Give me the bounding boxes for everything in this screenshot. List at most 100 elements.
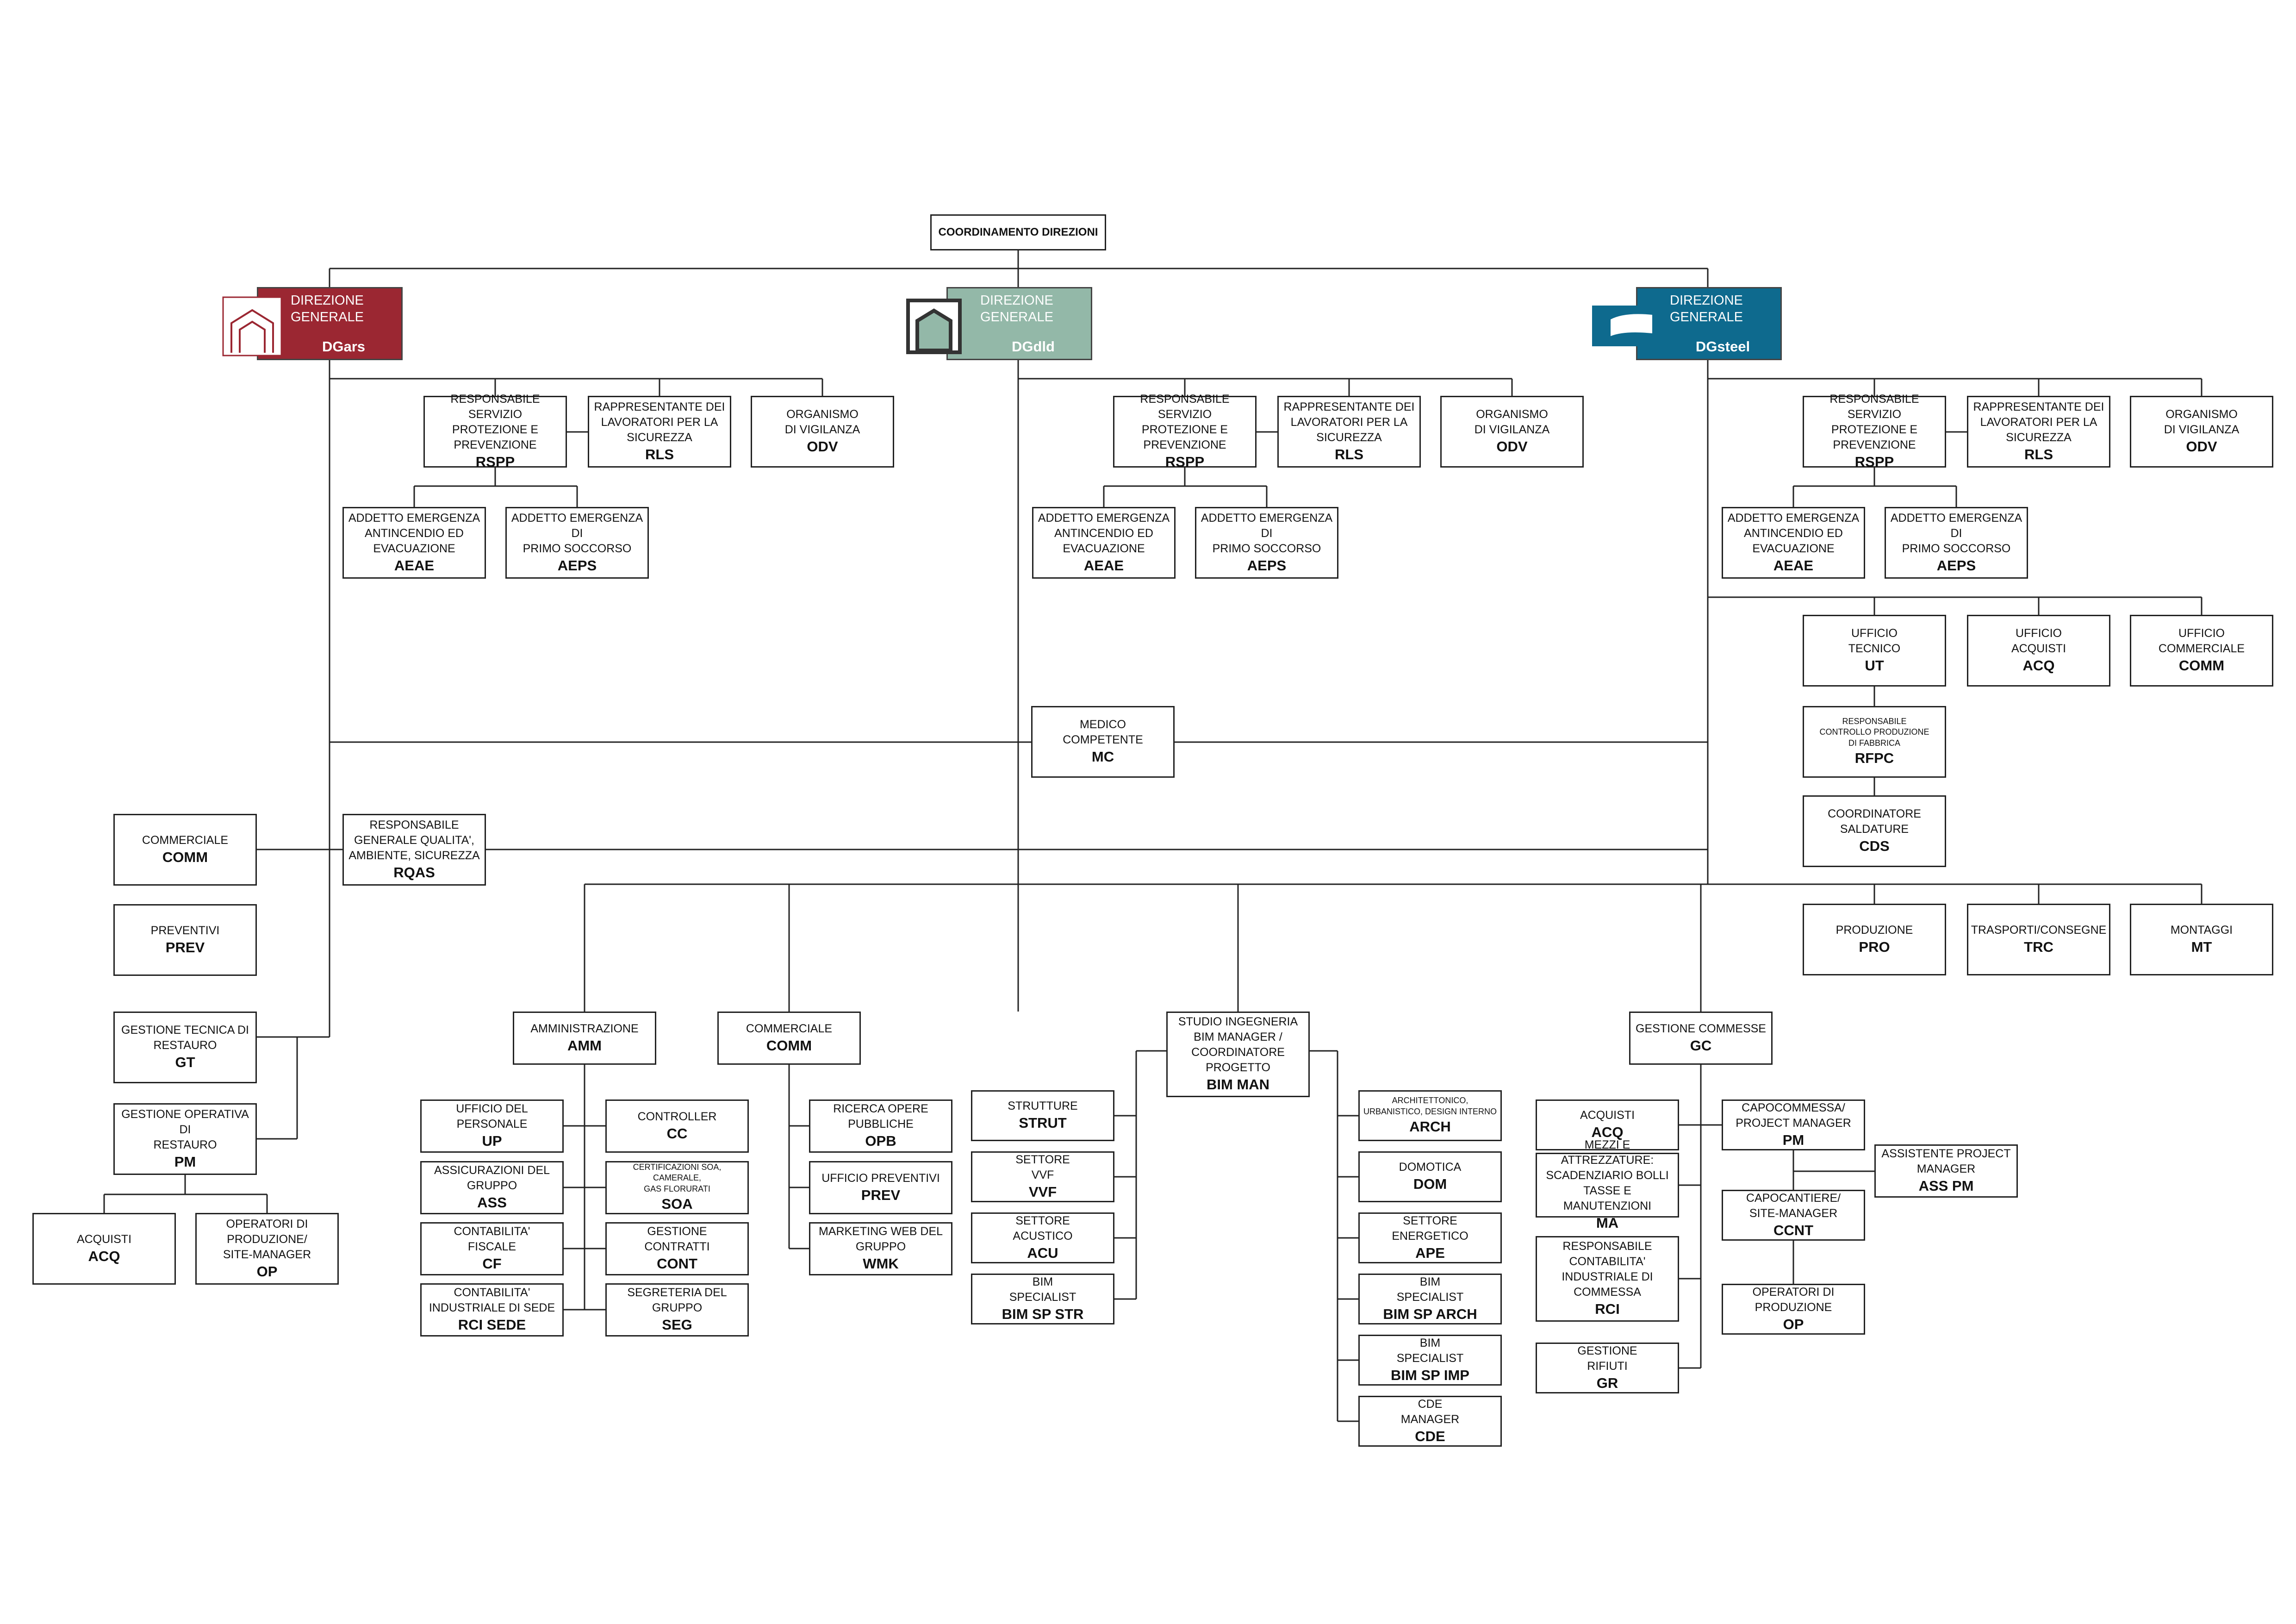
aeae-box-0: ADDETTO EMERGENZA ANTINCENDIO ED EVACUAZ…	[342, 507, 486, 579]
box-title: GESTIONE COMMESSE	[1636, 1022, 1766, 1035]
box-title: MEDICO COMPETENTE	[1063, 718, 1143, 747]
direction-code: DGdld	[1012, 338, 1055, 355]
box-title: GESTIONE CONTRATTI	[644, 1225, 710, 1254]
box-code: ACU	[1027, 1244, 1058, 1261]
steel-beam-icon	[1592, 301, 1652, 352]
box-title: CAPOCANTIERE/ SITE-MANAGER	[1746, 1191, 1841, 1220]
ccnt-box: CAPOCANTIERE/ SITE-MANAGER CCNT	[1722, 1190, 1865, 1241]
top-title: COORDINAMENTO DIREZIONI	[938, 226, 1098, 238]
box-title: TRASPORTI/CONSEGNE	[1971, 923, 2107, 937]
box-code: RLS	[2024, 446, 2053, 462]
rqas-box: RESPONSABILE GENERALE QUALITA', AMBIENTE…	[342, 814, 486, 886]
box-title: CERTIFICAZIONI SOA, CAMERALE, GAS FLORUR…	[633, 1162, 722, 1194]
aeae-box-1: ADDETTO EMERGENZA ANTINCENDIO ED EVACUAZ…	[1032, 507, 1176, 579]
box-title: SEGRETERIA DEL GRUPPO	[627, 1286, 727, 1315]
box-title: STUDIO INGEGNERIA BIM MANAGER / COORDINA…	[1178, 1015, 1298, 1074]
rfpc-box: RESPONSABILE CONTROLLO PRODUZIONE DI FAB…	[1803, 706, 1946, 778]
box-title: CONTABILITA' INDUSTRIALE DI SEDE	[429, 1286, 555, 1315]
box-code: AEPS	[1936, 557, 1976, 574]
box-code: GR	[1596, 1374, 1618, 1391]
box-code: STRUT	[1019, 1115, 1067, 1131]
box-code: GC	[1690, 1037, 1712, 1054]
box-title: GESTIONE RIFIUTI	[1577, 1344, 1637, 1373]
box-title: ACQUISTI	[76, 1232, 132, 1246]
rspp-box-2: RESPONSABILE SERVIZIO PROTEZIONE E PREVE…	[1803, 393, 1946, 470]
box-title: UFFICIO ACQUISTI	[2011, 627, 2066, 656]
box-code: MC	[1091, 749, 1114, 765]
box-code: OP	[1783, 1316, 1804, 1332]
box-title: SETTORE ENERGETICO	[1392, 1214, 1468, 1243]
box-code: BIM SP STR	[1002, 1305, 1084, 1322]
dgdld-header: DIREZIONE GENERALE DGdld	[946, 287, 1092, 360]
box-title: RAPPRESENTANTE DEI LAVORATORI PER LA SIC…	[1973, 400, 2104, 444]
box-code: CCNT	[1773, 1222, 1814, 1238]
rspp-box-0: RESPONSABILE SERVIZIO PROTEZIONE E PREVE…	[423, 393, 567, 470]
box-title: ASSISTENTE PROJECT MANAGER	[1881, 1147, 2011, 1176]
rci-box: RESPONSABILE CONTABILITA' INDUSTRIALE DI…	[1536, 1236, 1679, 1322]
box-title: BIM SPECIALIST	[1009, 1275, 1076, 1304]
box-code: RSPP	[1854, 454, 1894, 470]
box-title: UFFICIO TECNICO	[1848, 627, 1901, 656]
box-title: ADDETTO EMERGENZA ANTINCENDIO ED EVACUAZ…	[1727, 511, 1860, 555]
box-code: UP	[482, 1133, 502, 1149]
box-code: BIM MAN	[1206, 1076, 1270, 1093]
box-title: MONTAGGI	[2170, 923, 2233, 937]
box-code: PRO	[1859, 938, 1890, 955]
box-code: RSPP	[1165, 454, 1205, 470]
box-code: RCI	[1595, 1301, 1620, 1318]
box-title: RICERCA OPERE PUBBLICHE	[833, 1102, 928, 1131]
rspp-box-1: RESPONSABILE SERVIZIO PROTEZIONE E PREVE…	[1113, 393, 1257, 470]
box-title: ADDETTO EMERGENZA DI PRIMO SOCCORSO	[1201, 511, 1333, 555]
box-title: COMMERCIALE	[142, 833, 229, 847]
direction-code: DGars	[322, 338, 366, 355]
box-title: ORGANISMO DI VIGILANZA	[1474, 408, 1550, 437]
ma-box: MEZZI E ATTREZZATURE: SCADENZIARIO BOLLI…	[1536, 1138, 1679, 1231]
box-title: OPERATORI DI PRODUZIONE/ SITE-MANAGER	[223, 1217, 311, 1261]
box-code: ACQ	[2022, 657, 2055, 674]
gc-box: GESTIONE COMMESSE GC	[1629, 1012, 1773, 1065]
direction-code: DGsteel	[1695, 338, 1750, 355]
direction-title: DIREZIONE GENERALE	[980, 293, 1053, 325]
box-title: PREVENTIVI	[150, 924, 220, 937]
box-code: COMM	[766, 1037, 812, 1054]
box-title: MARKETING WEB DEL GRUPPO	[818, 1225, 943, 1254]
coordinamento-direzioni-box: COORDINAMENTO DIREZIONI	[930, 214, 1106, 250]
box-title: RESPONSABILE SERVIZIO PROTEZIONE E PREVE…	[450, 393, 540, 452]
box-code: ARCH	[1409, 1118, 1451, 1135]
box-title: ADDETTO EMERGENZA DI PRIMO SOCCORSO	[511, 511, 643, 555]
box-code: MT	[2191, 938, 2212, 955]
box-code: PM	[1782, 1131, 1804, 1148]
box-code: GT	[175, 1054, 195, 1071]
box-title: CONTABILITA' FISCALE	[454, 1225, 530, 1254]
box-title: RESPONSABILE GENERALE QUALITA', AMBIENTE…	[348, 818, 480, 862]
box-code: BIM SP IMP	[1391, 1367, 1469, 1383]
box-title: ORGANISMO DI VIGILANZA	[2164, 408, 2240, 437]
box-code: ODV	[1496, 438, 1528, 455]
box-code: CONT	[657, 1255, 697, 1272]
mc-box: MEDICO COMPETENTE MC	[1031, 706, 1175, 778]
box-title: GESTIONE TECNICA DI RESTAURO	[121, 1024, 249, 1052]
box-code: SOA	[661, 1195, 693, 1212]
rls-box-0: RAPPRESENTANTE DEI LAVORATORI PER LA SIC…	[588, 396, 731, 468]
box-code: CDS	[1859, 838, 1890, 855]
